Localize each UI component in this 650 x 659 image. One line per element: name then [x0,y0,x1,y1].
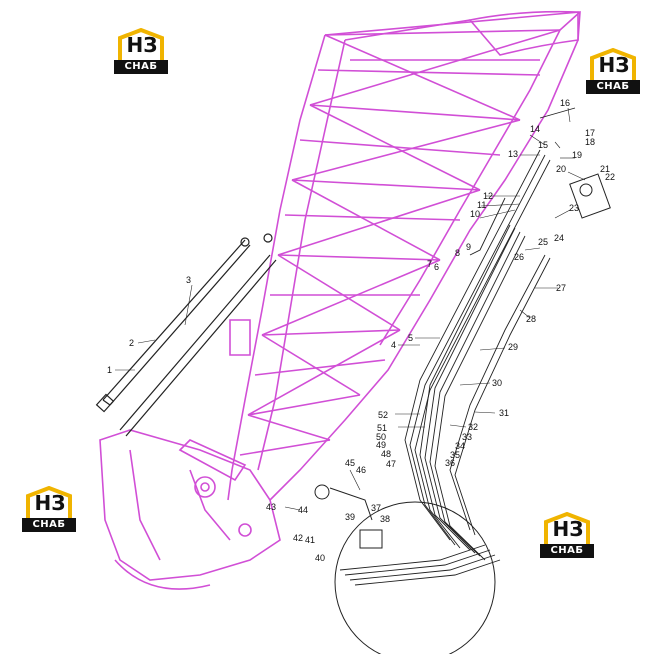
callout-5: 5 [408,333,413,343]
callout-23: 23 [569,203,579,213]
callout-42: 42 [293,533,303,543]
callout-6: 6 [434,262,439,272]
logo-word: СНАБ [540,544,594,558]
callout-34: 34 [455,441,465,451]
callout-35: 35 [450,450,460,460]
callout-24: 24 [554,233,564,243]
logo-letters: НЗ [34,491,66,515]
callout-7: 7 [427,259,432,269]
lattice-boom-frame [99,10,581,590]
callout-19: 19 [572,150,582,160]
callout-40: 40 [315,553,325,563]
callout-2: 2 [129,338,134,348]
callout-3: 3 [186,275,191,285]
callout-8: 8 [455,248,460,258]
callout-45: 45 [345,458,355,468]
callout-12: 12 [483,191,493,201]
callout-11: 11 [477,200,486,210]
logo-top-left: НЗ СНАБ [110,20,170,78]
callout-20: 20 [556,164,566,174]
logo-bottom-right: НЗ СНАБ [536,504,596,562]
logo-house-icon [118,28,164,60]
callout-37: 37 [371,503,381,513]
callout-4: 4 [391,340,396,350]
callout-29: 29 [508,342,518,352]
callout-49: 49 [376,440,386,450]
callout-46: 46 [356,465,366,475]
callout-43: 43 [266,502,276,512]
callout-10: 10 [470,209,480,219]
callout-labels: 1 2 3 4 5 6 7 8 9 10 11 12 13 14 15 16 1… [107,98,615,563]
callout-18: 18 [585,137,595,147]
logo-word: СНАБ [22,518,76,532]
callout-27: 27 [556,283,566,293]
callout-51: 51 [377,423,387,433]
logo-house-icon [26,486,72,518]
callout-15: 15 [538,140,548,150]
callout-44: 44 [298,505,308,515]
callout-25: 25 [538,237,548,247]
callout-38: 38 [380,514,390,524]
callout-21: 21 [600,164,610,174]
callout-31: 31 [499,408,509,418]
callout-28: 28 [526,314,536,324]
logo-top-right: НЗ СНАБ [582,40,642,98]
callout-39: 39 [345,512,355,522]
hydraulic-lines [339,107,576,586]
callout-16: 16 [560,98,570,108]
luffing-cylinder [95,233,277,437]
callout-36: 36 [445,458,455,468]
logo-word: СНАБ [586,80,640,94]
logo-letters: НЗ [598,53,630,77]
callout-50: 50 [376,432,386,442]
callout-leaders [115,107,586,511]
callout-22: 22 [605,172,615,182]
logo-bottom-left: НЗ СНАБ [18,478,78,536]
callout-17: 17 [585,128,595,138]
logo-house-icon [544,512,590,544]
logo-house-icon [590,48,636,80]
logo-letters: НЗ [126,33,158,57]
callout-26: 26 [514,252,524,262]
callout-41: 41 [305,535,315,545]
valve-block-group [314,173,611,549]
callout-30: 30 [492,378,502,388]
logo-letters: НЗ [552,517,584,541]
callout-48: 48 [381,449,391,459]
callout-33: 33 [462,432,472,442]
callout-47: 47 [386,459,396,469]
logo-word: СНАБ [114,60,168,74]
detail-circle [334,501,496,659]
callout-14: 14 [530,124,540,134]
callout-32: 32 [468,422,478,432]
callout-13: 13 [508,149,518,159]
callout-52: 52 [378,410,388,420]
callout-9: 9 [466,242,471,252]
callout-1: 1 [107,365,112,375]
